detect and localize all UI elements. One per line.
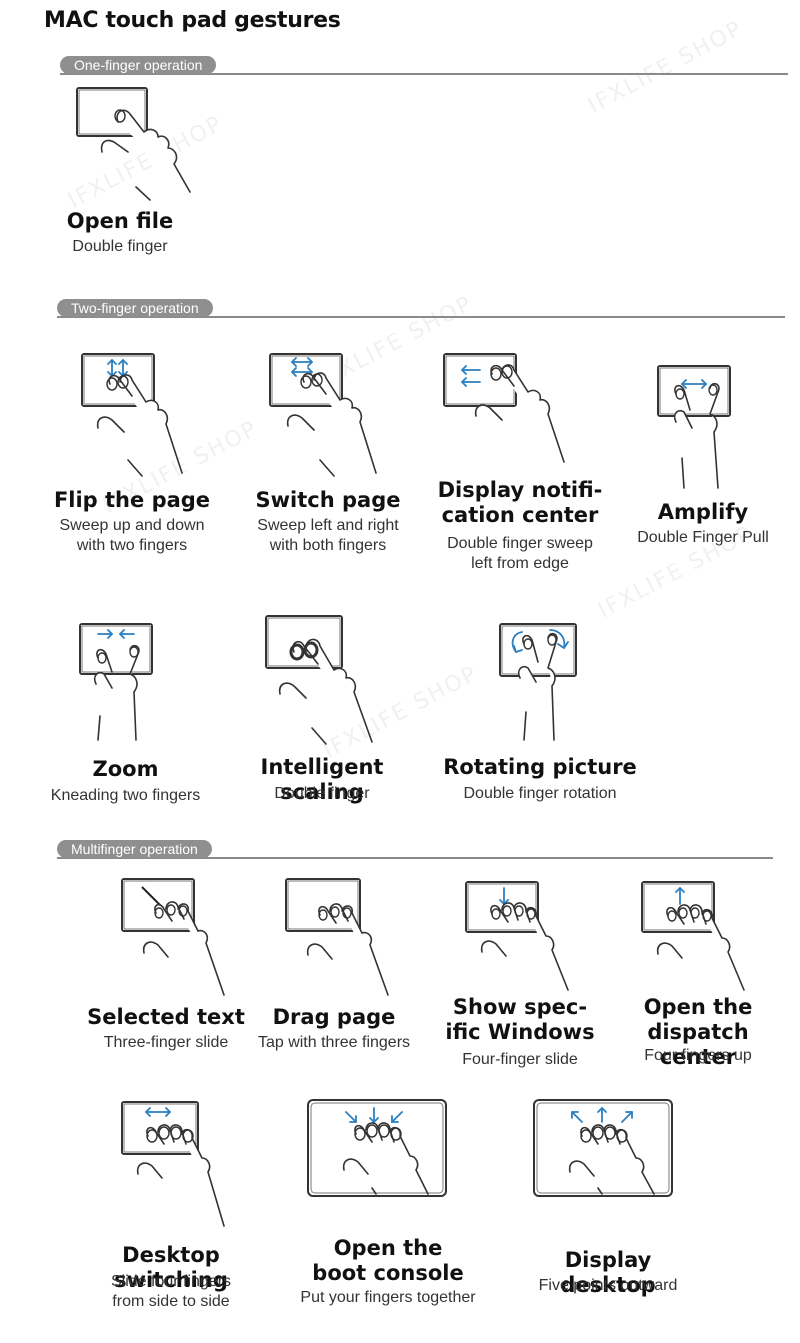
gesture-title: Amplify [657,500,749,524]
gesture-title: Open file [66,209,174,233]
gesture-desc: Slide four fingers from side to side [110,1273,232,1310]
four-finger-swipe-icon [121,1101,225,1227]
spread-icon [657,365,731,489]
section-label-two-finger: Two-finger operation [57,299,213,317]
gesture-selected-text: Selected text Three-finger slide [86,875,246,1060]
gesture-rotating-picture: Rotating picture Double finger rotation [440,620,640,810]
gesture-desc: Double finger [72,238,168,255]
gesture-title: Rotating picture [443,755,637,779]
double-tap-icon [265,615,373,745]
gesture-desc: Tap with three fingers [257,1034,411,1051]
gesture-boot-console: Open the boot console Put your fingers t… [288,1098,488,1313]
gesture-title: Zoom [92,757,159,781]
gesture-switch-page: Switch page Sweep left and right with bo… [238,348,418,563]
gesture-desc: Sweep left and right with both fingers [257,517,399,554]
gesture-title: Open the boot console [312,1236,464,1285]
rotate-icon [499,623,577,741]
five-finger-pinch-icon [307,1099,447,1197]
four-finger-up-icon [641,881,745,991]
edge-swipe-icon [443,353,565,463]
gesture-title: Switch page [255,488,401,512]
gesture-title: Desktop switching [114,1243,228,1292]
gesture-zoom: Zoom Kneading two fingers [38,620,213,815]
gesture-title: Drag page [272,1005,396,1029]
gesture-title: Selected text [87,1005,245,1029]
gesture-desc: Sweep up and down with two fingers [59,517,205,554]
gesture-desc: Double finger sweep left from edge [447,535,593,572]
gesture-title: Display desktop [560,1248,656,1297]
gesture-desc: Double Finger Pull [637,529,769,546]
gesture-title: Intelligent scaling [260,755,384,804]
two-finger-scroll-icon [81,353,183,477]
gesture-dispatch-center: Open the dispatch center Four fingers up [608,880,788,1070]
pinch-icon [79,623,153,741]
section-divider [60,73,788,75]
gesture-open-file: Open file Double finger [40,82,200,262]
section-label-multifinger: Multifinger operation [57,840,212,858]
gesture-amplify: Amplify Double Finger Pull [618,362,788,557]
gesture-desc: Double finger [274,785,370,802]
gesture-notification-center: Display notifi- cation center Double fin… [430,350,610,575]
gesture-title: Show spec- ific Windows [445,995,595,1044]
gesture-drag-page: Drag page Tap with three fingers [250,875,418,1060]
one-finger-tap-icon [76,87,191,201]
gesture-desktop-switching: Desktop switching Slide four fingers fro… [68,1098,274,1318]
gesture-desc: Five points outward [538,1277,678,1294]
gesture-desc: Three-finger slide [103,1034,229,1051]
three-finger-tap-icon [285,878,389,996]
section-divider [57,316,785,318]
gesture-desc: Kneading two fingers [50,787,201,804]
gesture-title: Flip the page [53,488,211,512]
gesture-desc: Four-finger slide [462,1051,578,1068]
gesture-desc: Put your fingers together [300,1289,476,1306]
watermark: IFXLIFE SHOP [584,16,748,119]
page-title: MAC touch pad gestures [44,8,341,33]
gesture-show-specific-windows: Show spec- ific Windows Four-finger slid… [436,880,604,1075]
gesture-intelligent-scaling: Intelligent scaling Double finger [222,612,422,812]
five-finger-spread-icon [533,1099,673,1197]
three-finger-drag-icon [121,878,225,996]
gesture-display-desktop: Display desktop Five points outward [516,1098,700,1298]
four-finger-down-icon [465,881,569,991]
gesture-title: Display notifi- cation center [437,478,603,527]
gesture-title: Open the dispatch center [643,995,753,1069]
gesture-flip-the-page: Flip the page Sweep up and down with two… [42,348,222,563]
gesture-desc: Four fingers up [644,1047,752,1064]
section-divider [57,857,773,859]
section-label-one-finger: One-finger operation [60,56,217,74]
gesture-desc: Double finger rotation [463,785,617,802]
two-finger-swipe-icon [269,353,377,477]
